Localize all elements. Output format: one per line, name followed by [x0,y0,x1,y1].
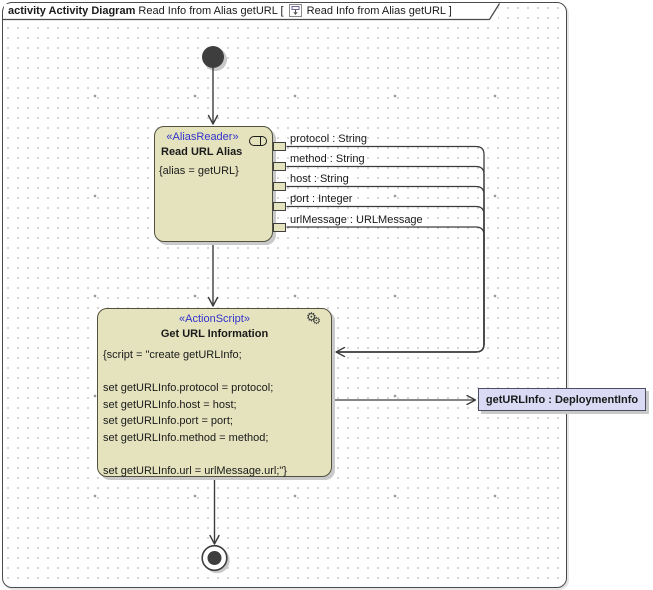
output-pin-urlmessage[interactable] [273,223,287,232]
pin-label-port: port : Integer [290,193,352,206]
script-line: {script = "create getURLInfo; [103,347,331,364]
control-flow-initial-to-alias[interactable] [209,68,218,124]
frame-title-context-name: Read Info from Alias getURL ] [304,5,452,17]
output-pin-host[interactable] [273,182,287,191]
action-get-url-information[interactable]: «ActionScript» ⚙⚙ Get URL Information {s… [97,308,332,477]
final-node[interactable] [202,546,227,571]
action-body: {alias = getURL} [155,162,272,177]
output-pin-port[interactable] [273,202,287,211]
object-node-geturlinfo[interactable]: getURLInfo : DeploymentInfo [478,388,646,411]
script-line: set getURLInfo.host = host; [103,397,331,414]
frame-title-keyword: activity Activity Diagram [8,5,135,17]
control-flow-alias-to-script[interactable] [209,242,218,306]
pin-label-host: host : String [290,173,349,186]
gears-icon: ⚙⚙ [306,311,326,329]
script-line: set getURLInfo.port = port; [103,413,331,430]
pin-label-protocol: protocol : String [290,133,367,146]
frame-title: activity Activity Diagram Read Info from… [8,4,452,18]
output-pin-protocol[interactable] [273,142,287,151]
object-flow-script-to-geturlinfo[interactable] [332,396,476,405]
output-pin-method[interactable] [273,162,287,171]
action-name: Get URL Information [98,328,331,344]
script-line [103,446,331,463]
action-read-url-alias[interactable]: «AliasReader» Read URL Alias {alias = ge… [154,126,273,242]
pin-label-urlmessage: urlMessage : URLMessage [290,214,423,227]
activity-diagram-icon [289,4,302,17]
script-line [103,364,331,381]
action-script-body: {script = "create getURLInfo; set getURL… [98,344,331,479]
script-line: set getURLInfo.method = method; [103,430,331,447]
read-action-icon [249,136,267,146]
action-name: Read URL Alias [155,146,272,162]
script-line: set getURLInfo.url = urlMessage.url;"} [103,463,331,480]
stereotype-label: «ActionScript» [98,309,331,328]
initial-node[interactable] [202,46,224,68]
script-line: set getURLInfo.protocol = protocol; [103,380,331,397]
control-flow-script-to-final[interactable] [210,478,219,544]
pin-label-method: method : String [290,153,365,166]
frame-title-diagram-name: Read Info from Alias getURL [ [135,5,286,17]
